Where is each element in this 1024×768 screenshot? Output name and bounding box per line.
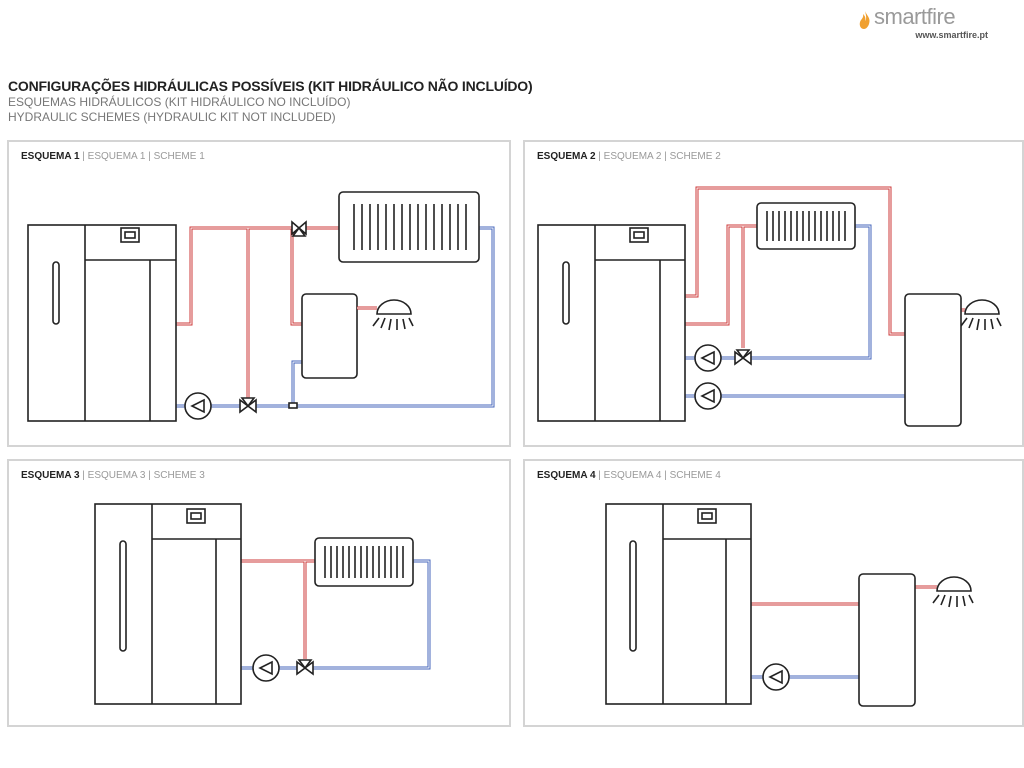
tee-fitting-icon <box>288 402 298 409</box>
pump-icon <box>694 344 722 410</box>
three-way-valve-icon <box>734 349 752 366</box>
radiator-icon <box>756 202 856 250</box>
hot-pipes <box>685 186 965 348</box>
boiler-icon <box>605 503 752 705</box>
scheme-panel-1: ESQUEMA 1 | ESQUEMA 1 | SCHEME 1 <box>7 140 511 447</box>
water-tank-icon <box>904 293 962 427</box>
hot-pipes <box>241 559 315 659</box>
page-subtitle-es: ESQUEMAS HIDRÁULICOS (KIT HIDRÁULICO NO … <box>8 95 351 109</box>
shower-icon <box>932 576 974 608</box>
boiler-icon <box>27 224 177 422</box>
scheme-3-diagram <box>94 503 431 705</box>
water-tank-icon <box>858 573 916 707</box>
scheme-panel-2: ESQUEMA 2 | ESQUEMA 2 | SCHEME 2 <box>523 140 1024 447</box>
scheme-title-3: ESQUEMA 3 | ESQUEMA 3 | SCHEME 3 <box>21 470 205 481</box>
pump-icon <box>184 392 212 420</box>
scheme-4-diagram <box>605 503 974 707</box>
boiler-icon <box>94 503 242 705</box>
scheme-panel-4: ESQUEMA 4 | ESQUEMA 4 | SCHEME 4 <box>523 459 1024 727</box>
radiator-icon <box>338 191 480 263</box>
pump-icon <box>252 654 280 682</box>
page-title: CONFIGURAÇÕES HIDRÁULICAS POSSÍVEIS (KIT… <box>8 78 533 94</box>
three-way-valve-icon <box>239 220 307 414</box>
scheme-title-2: ESQUEMA 2 | ESQUEMA 2 | SCHEME 2 <box>537 151 721 162</box>
hot-pipes <box>176 226 339 398</box>
cold-pipes <box>241 559 431 670</box>
three-way-valve-icon <box>296 659 314 676</box>
scheme-title-1: ESQUEMA 1 | ESQUEMA 1 | SCHEME 1 <box>21 151 205 162</box>
scheme-2-diagram <box>537 186 1002 427</box>
page-header: CONFIGURAÇÕES HIDRÁULICAS POSSÍVEIS (KIT… <box>8 78 533 125</box>
radiator-icon <box>314 537 414 587</box>
scheme-title-4: ESQUEMA 4 | ESQUEMA 4 | SCHEME 4 <box>537 470 721 481</box>
water-tank-icon <box>301 293 358 379</box>
scheme-1-diagram <box>27 191 495 422</box>
pump-icon <box>762 663 790 691</box>
boiler-icon <box>537 224 686 422</box>
scheme-panel-3: ESQUEMA 3 | ESQUEMA 3 | SCHEME 3 <box>7 459 511 727</box>
flame-icon <box>859 11 870 29</box>
cold-pipes <box>176 226 495 408</box>
brand-name: smartfire <box>874 4 956 29</box>
shower-icon <box>960 299 1002 331</box>
brand-logo: smartfire www.smartfire.pt <box>858 4 988 44</box>
brand-url: www.smartfire.pt <box>915 30 988 40</box>
page-subtitle-en: HYDRAULIC SCHEMES (HYDRAULIC KIT NOT INC… <box>8 110 336 124</box>
cold-pipes <box>685 224 905 398</box>
hot-pipes <box>751 585 937 606</box>
shower-icon <box>357 299 414 331</box>
